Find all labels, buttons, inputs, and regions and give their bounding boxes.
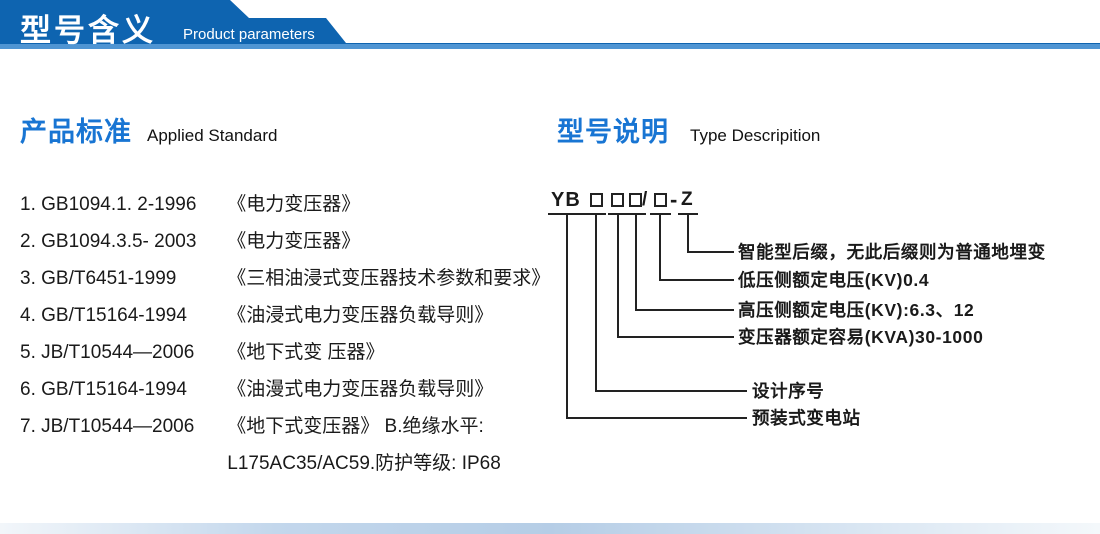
standard-name: 《地下式变压器》 B.绝缘水平: [227, 416, 484, 437]
standard-code: 6. GB/T15164-1994 [20, 379, 187, 400]
connector-line [566, 417, 747, 419]
connector-line [687, 251, 734, 253]
code-box-4 [654, 193, 667, 207]
standard-item-continuation: L175AC35/AC59.防护等级: IP68 [20, 445, 550, 482]
code-box-2 [611, 193, 624, 207]
standard-item: 6. GB/T15164-1994 《油漫式电力变压器负载导则》 [20, 371, 550, 408]
standard-item: 1. GB1094.1. 2-1996 《电力变压器》 [20, 186, 550, 223]
underline [627, 213, 646, 215]
connector-line [659, 215, 661, 281]
standard-code: 4. GB/T15164-1994 [20, 305, 187, 326]
standard-name: 《三相油浸式变压器技术参数和要求》 [227, 268, 551, 289]
code-box-1 [590, 193, 603, 207]
underline [678, 213, 698, 215]
standard-item: 3. GB/T6451-1999 《三相油浸式变压器技术参数和要求》 [20, 260, 550, 297]
standard-name: 《油漫式电力变压器负载导则》 [227, 379, 494, 400]
code-label-hv-voltage: 高压侧额定电压(KV):6.3、12 [738, 300, 975, 320]
model-title-en: Type Descripition [690, 126, 821, 145]
code-dash: - [670, 187, 678, 212]
standard-item: 4. GB/T15164-1994 《油浸式电力变压器负载导则》 [20, 297, 550, 334]
page-title: 型号含义 [20, 13, 156, 48]
underline [586, 213, 606, 215]
standards-title: 产品标准 Applied Standard [20, 110, 277, 149]
model-title: 型号说明 Type Descripition [557, 110, 820, 149]
underline [548, 213, 586, 215]
code-label-lv-voltage: 低压侧额定电压(KV)0.4 [738, 270, 930, 290]
standard-item: 7. JB/T10544—2006 《地下式变压器》 B.绝缘水平: [20, 408, 550, 445]
connector-line [659, 279, 734, 281]
model-title-cn: 型号说明 [557, 117, 669, 147]
code-label-design-serial: 设计序号 [752, 381, 825, 401]
standard-name: 《地下式变 压器》 [227, 342, 385, 363]
connector-line [566, 215, 568, 419]
standard-name: 《电力变压器》 [227, 231, 361, 252]
underline [608, 213, 627, 215]
standard-code: 7. JB/T10544—2006 [20, 416, 195, 437]
standard-item: 2. GB1094.3.5- 2003 《电力变压器》 [20, 223, 550, 260]
model-code-diagram: YB / - Z [545, 185, 1100, 475]
connector-line [595, 390, 747, 392]
standards-list: 1. GB1094.1. 2-1996 《电力变压器》 2. GB1094.3.… [20, 186, 550, 482]
underline [650, 213, 671, 215]
standard-name: 《油浸式电力变压器负载导则》 [227, 305, 494, 326]
connector-line [687, 215, 689, 253]
standard-name: 《电力变压器》 [227, 194, 361, 215]
standard-item: 5. JB/T10544—2006 《地下式变 压器》 [20, 334, 550, 371]
header-banner: 型号含义 Product parameters [0, 0, 1100, 49]
standard-code: 3. GB/T6451-1999 [20, 268, 177, 289]
bottom-divider-bar [0, 523, 1100, 534]
connector-line [617, 215, 619, 338]
standard-code: 1. GB1094.1. 2-1996 [20, 194, 197, 215]
standard-continuation-text: L175AC35/AC59.防护等级: IP68 [227, 453, 501, 474]
code-box-3 [629, 193, 642, 207]
connector-line [635, 309, 734, 311]
standards-title-en: Applied Standard [147, 126, 278, 145]
code-label-capacity: 变压器额定容易(KVA)30-1000 [738, 327, 984, 347]
connector-line [635, 215, 637, 311]
standard-code: 2. GB1094.3.5- 2003 [20, 231, 197, 252]
code-label-substation: 预装式变电站 [752, 408, 861, 428]
standards-title-cn: 产品标准 [20, 117, 132, 147]
page-subtitle: Product parameters [183, 26, 315, 43]
code-label-suffix: 智能型后缀，无此后缀则为普通地埋变 [738, 242, 1046, 262]
standard-code: 5. JB/T10544—2006 [20, 342, 195, 363]
connector-line [595, 215, 597, 392]
code-prefix: YB [551, 189, 581, 211]
code-slash: / [642, 189, 648, 210]
connector-line [617, 336, 734, 338]
code-suffix: Z [681, 189, 693, 210]
